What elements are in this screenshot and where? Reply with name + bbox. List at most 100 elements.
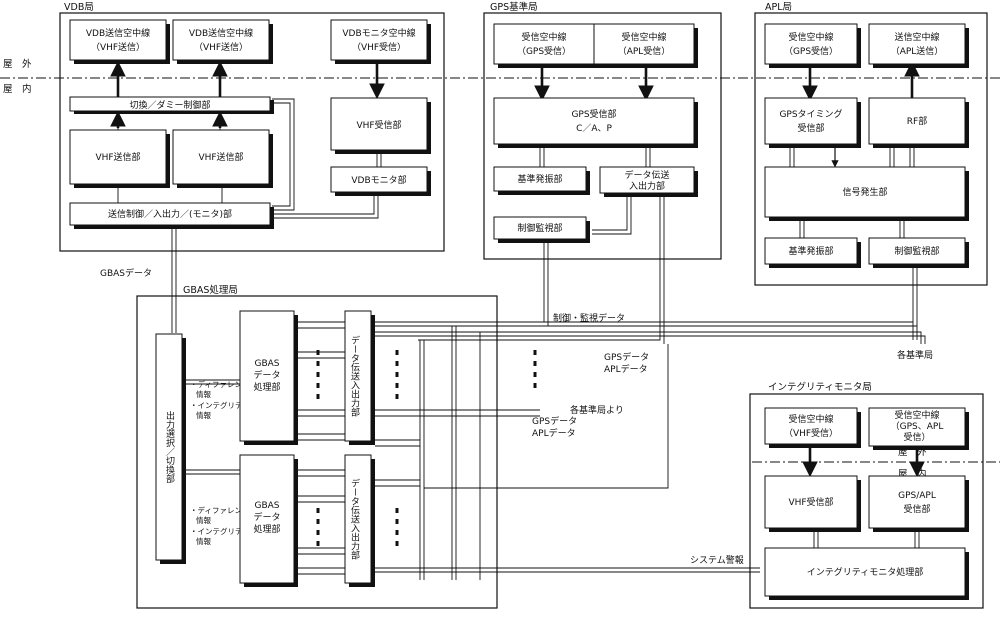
integrity-vhf-antenna: 受信空中線 （VHF受信） <box>764 407 861 448</box>
gps-supervisor: 制御監視部 <box>493 216 590 243</box>
apl-rf-unit: RF部 <box>868 97 969 148</box>
svg-text:制御監視部: 制御監視部 <box>517 222 562 234</box>
integrity-gps-antenna: 受信空中線 （GPS、APL 受信） <box>868 407 969 450</box>
from-stations-label: 各基準局より <box>570 404 624 416</box>
apl-data-label-right: APLデータ <box>604 363 648 375</box>
svg-text:制御監視部: 制御監視部 <box>894 245 939 257</box>
svg-text:信号発生部: 信号発生部 <box>842 186 887 198</box>
svg-text:受信空中線: 受信空中線 <box>894 409 939 421</box>
svg-text:情報: 情報 <box>196 389 211 399</box>
svg-text:受信空中線: 受信空中線 <box>788 31 833 43</box>
svg-text:GBAS: GBAS <box>254 359 279 369</box>
continuation-dots <box>316 350 537 548</box>
svg-text:GPS受信部: GPS受信部 <box>571 108 616 120</box>
vdb-station: VDB局 <box>59 2 445 252</box>
svg-text:受信）: 受信） <box>903 431 930 443</box>
vdb-station-title: VDB局 <box>64 2 94 13</box>
gbas-io-2: データ伝送入出力部 <box>344 454 375 587</box>
indoor-label: 屋 内 <box>3 83 32 95</box>
integrity-vhf-rx: VHF受信部 <box>764 475 861 532</box>
vdb-rx-unit: VHF受信部 <box>330 97 431 154</box>
gbas-station: GBAS処理局 <box>136 284 498 609</box>
svg-text:送信制御／入出力／(モニタ)部: 送信制御／入出力／(モニタ)部 <box>108 208 232 220</box>
vdb-tx-unit-1: VHF送信部 <box>69 129 170 188</box>
gbas-selector: 出力選択／切換部 <box>155 333 186 564</box>
vdb-tx-antenna-2: VDB送信空中線 （VHF送信） <box>172 19 273 64</box>
gps-data-label-mid: GPSデータ <box>532 415 577 427</box>
gbas-station-title: GBAS処理局 <box>183 284 238 296</box>
svg-text:VDBモニタ部: VDBモニタ部 <box>351 174 406 186</box>
svg-text:情報: 情報 <box>196 515 211 525</box>
apl-data-label-mid: APLデータ <box>532 427 576 439</box>
apl-supervisor: 制御監視部 <box>868 237 969 268</box>
svg-text:入出力部: 入出力部 <box>629 180 665 192</box>
to-stations-label: 各基準局 <box>897 349 933 361</box>
gbas-processor-1: GBAS データ 処理部 <box>239 310 298 445</box>
gbas-processor-2: GBAS データ 処理部 <box>239 454 298 587</box>
svg-text:RF部: RF部 <box>907 115 927 127</box>
svg-text:データ: データ <box>253 369 280 381</box>
apl-station-title: APL局 <box>765 2 792 13</box>
svg-text:（GPS受信）: （GPS受信） <box>517 45 571 57</box>
gbas-info-1: ・ディファレンシャル 情報 ・インテグリティ 情報 <box>190 379 265 420</box>
svg-text:（VHF送信）: （VHF送信） <box>194 41 248 53</box>
svg-text:処理部: 処理部 <box>253 381 280 393</box>
apl-rx-antenna: 受信空中線 （GPS受信） <box>764 23 861 68</box>
svg-text:情報: 情報 <box>196 410 211 420</box>
svg-text:VDBモニタ空中線: VDBモニタ空中線 <box>342 27 415 39</box>
svg-text:VHF受信部: VHF受信部 <box>356 119 401 131</box>
svg-text:受信部: 受信部 <box>903 503 930 515</box>
gbas-data-label: GBASデータ <box>100 267 152 279</box>
integrity-station-title: インテグリティモニタ局 <box>768 381 872 393</box>
gbas-info-2: ・ディファレンシャル 情報 ・インテグリティ 情報 <box>190 505 265 546</box>
svg-text:・インテグリティ: ・インテグリティ <box>190 526 250 536</box>
svg-text:受信部: 受信部 <box>797 122 824 134</box>
gps-station-title: GPS基準局 <box>490 1 538 13</box>
svg-text:送信空中線: 送信空中線 <box>894 31 939 43</box>
integrity-station: インテグリティモニタ局 <box>749 381 984 609</box>
svg-text:データ伝送: データ伝送 <box>624 169 669 181</box>
vdb-monitor-antenna: VDBモニタ空中線 （VHF受信） <box>330 19 431 64</box>
svg-text:データ伝送入出力部: データ伝送入出力部 <box>349 477 360 560</box>
vdb-control-unit: 送信制御／入出力／(モニタ)部 <box>69 202 274 229</box>
svg-text:情報: 情報 <box>196 536 211 546</box>
system-alarm-label: システム警報 <box>690 554 744 566</box>
svg-text:基準発振部: 基準発振部 <box>517 173 562 185</box>
svg-text:（APL送信）: （APL送信） <box>891 45 944 57</box>
vdb-monitor-unit: VDBモニタ部 <box>330 166 431 196</box>
svg-text:データ: データ <box>253 511 280 523</box>
svg-text:VHF受信部: VHF受信部 <box>788 496 833 508</box>
integrity-processor: インテグリティモニタ処理部 <box>764 547 969 600</box>
svg-text:VHF送信部: VHF送信部 <box>198 151 243 163</box>
svg-text:・ディファレンシャル: ・ディファレンシャル <box>190 379 265 389</box>
svg-text:・インテグリティ: ・インテグリティ <box>190 400 250 410</box>
arrows <box>110 60 925 478</box>
svg-text:（GPS、APL: （GPS、APL <box>891 421 944 432</box>
svg-text:処理部: 処理部 <box>253 523 280 535</box>
svg-text:（APL受信）: （APL受信） <box>618 45 671 57</box>
gps-oscillator: 基準発振部 <box>493 166 590 195</box>
gps-data-io: データ伝送 入出力部 <box>599 166 698 197</box>
svg-text:出力選択／切換部: 出力選択／切換部 <box>164 410 175 484</box>
apl-station: APL局 <box>754 2 988 286</box>
apl-signal-generator: 信号発生部 <box>764 166 969 221</box>
svg-text:（VHF受信）: （VHF受信） <box>352 41 406 53</box>
outdoor-label: 屋 外 <box>3 58 32 70</box>
svg-text:GBAS: GBAS <box>254 501 279 511</box>
svg-text:・ディファレンシャル: ・ディファレンシャル <box>190 505 265 515</box>
svg-text:切換／ダミー制御部: 切換／ダミー制御部 <box>129 99 210 111</box>
svg-text:VDB送信空中線: VDB送信空中線 <box>189 27 253 39</box>
integrity-gps-rx: GPS/APL 受信部 <box>868 475 969 532</box>
svg-text:受信空中線: 受信空中線 <box>788 413 833 425</box>
gps-station: GPS基準局 <box>483 1 722 260</box>
svg-text:GPSタイミング: GPSタイミング <box>779 108 842 120</box>
svg-text:データ伝送入出力部: データ伝送入出力部 <box>349 334 360 417</box>
svg-text:C／A、P: C／A、P <box>576 123 612 134</box>
svg-text:受信空中線: 受信空中線 <box>521 31 566 43</box>
svg-text:インテグリティモニタ処理部: インテグリティモニタ処理部 <box>807 566 923 578</box>
boxes: VDB送信空中線 （VHF送信） VDB送信空中線 （VHF送信） VDBモニタ… <box>69 19 969 600</box>
vdb-tx-unit-2: VHF送信部 <box>172 129 273 188</box>
gps-apl-antenna: 受信空中線 （APL受信） <box>593 23 695 65</box>
svg-text:GPS/APL: GPS/APL <box>898 491 936 501</box>
